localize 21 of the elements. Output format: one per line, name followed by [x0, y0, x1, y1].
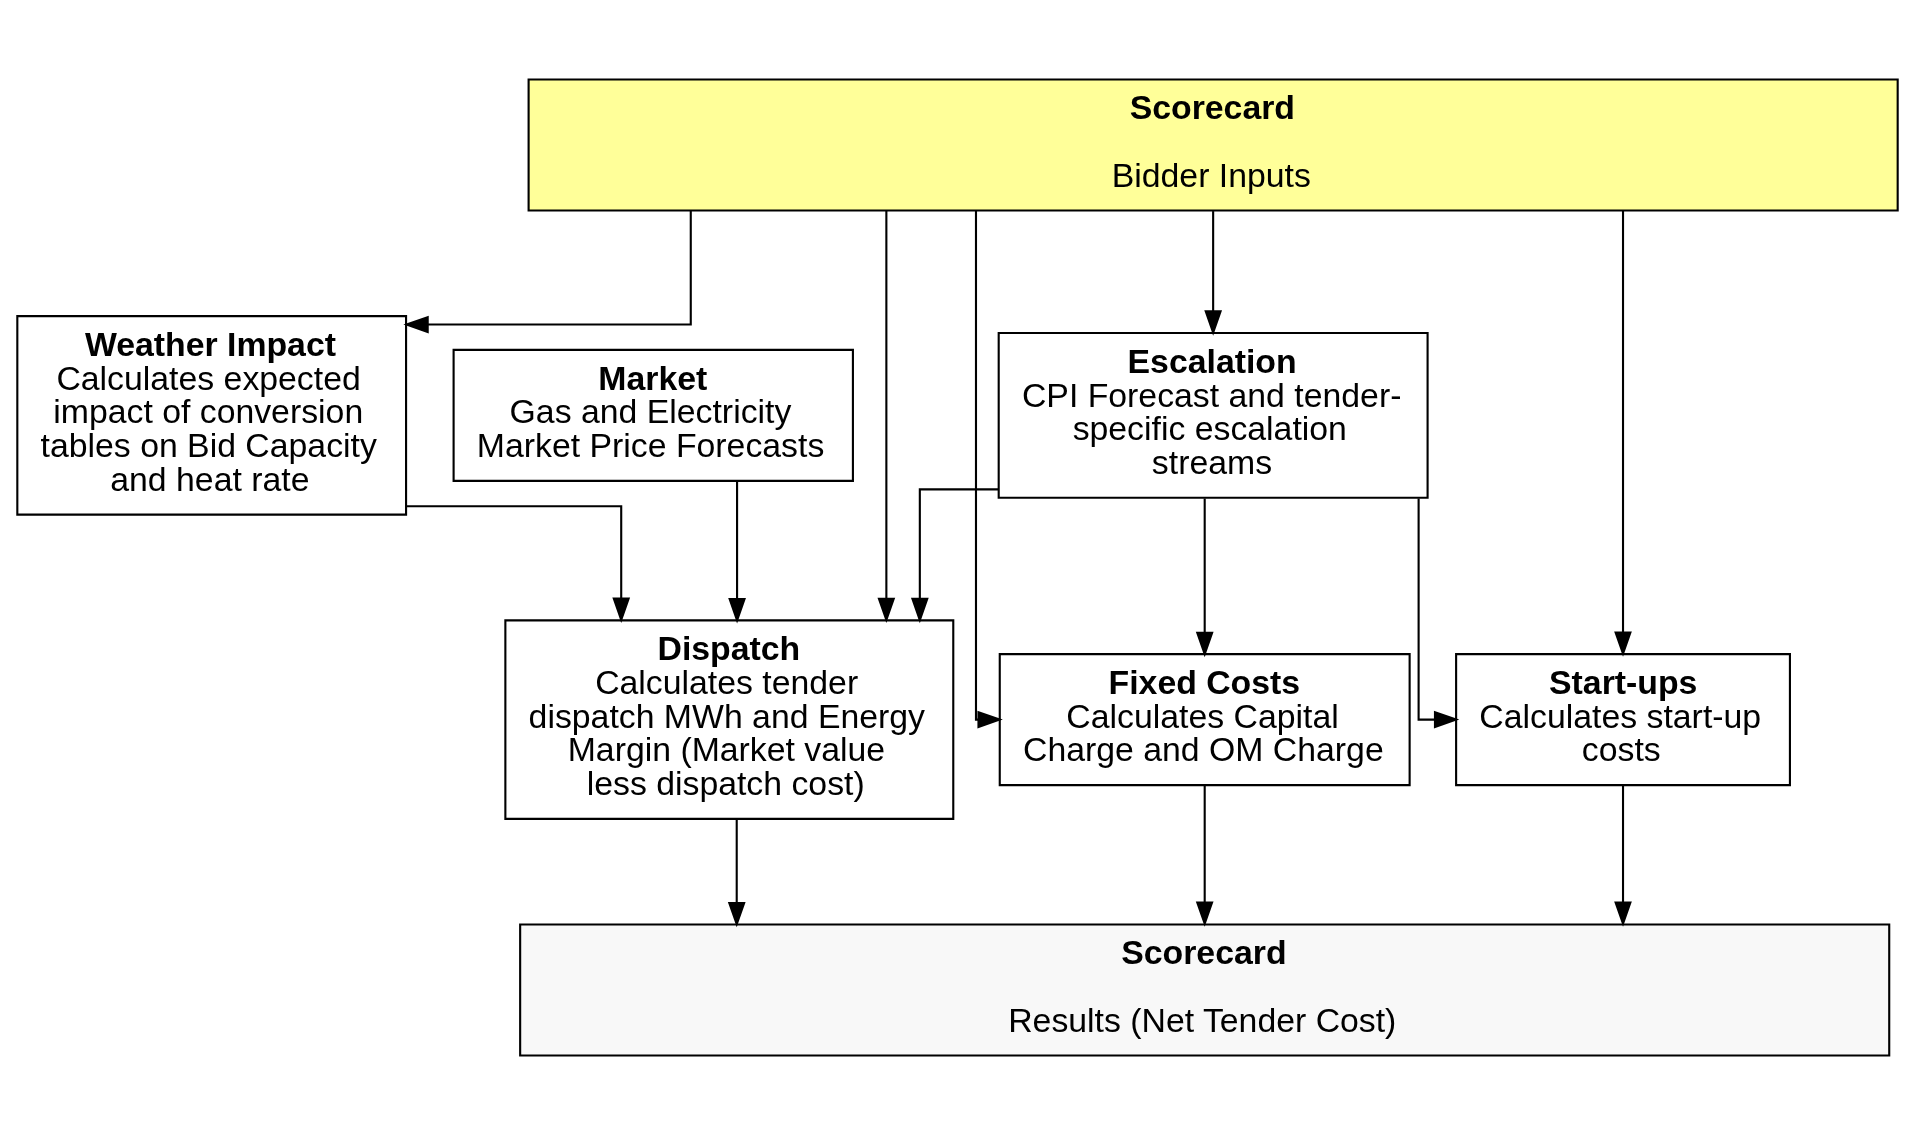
- arrow: [1204, 210, 1223, 336]
- arrow: [727, 819, 746, 927]
- arrow: [406, 504, 631, 623]
- node-box: Market Gas and Electricity Market Price Forecasts: [452, 348, 854, 482]
- node-box: Dispatch Calculates tender dispatch MWh and Energy Margin (Market value less dispatch cost): [504, 618, 955, 820]
- arrow: [1195, 498, 1214, 657]
- arrow: [974, 210, 1003, 728]
- node-box: Escalation CPI Forecast and tender-specific escalation streams: [997, 331, 1429, 499]
- node-box: Fixed Costs Calculates Capital Charge and OM Charge: [998, 652, 1411, 786]
- arrow: [1614, 785, 1632, 927]
- arrow: [877, 210, 896, 623]
- arrow: [1417, 498, 1460, 728]
- node-box: Start-ups Calculates start-up costs: [1455, 652, 1791, 786]
- node-box: Scorecard Bidder Inputs: [527, 77, 1899, 211]
- arrow: [403, 210, 692, 333]
- arrow: [1614, 210, 1632, 657]
- arrow: [728, 480, 746, 623]
- node-box: Weather Impact Calculates expected impact of conversion tables on Bid Capacity and heat rate: [16, 314, 408, 516]
- arrow: [910, 487, 999, 623]
- arrow: [1195, 785, 1214, 927]
- node-box: Scorecard Results (Net Tender Cost): [519, 923, 1891, 1057]
